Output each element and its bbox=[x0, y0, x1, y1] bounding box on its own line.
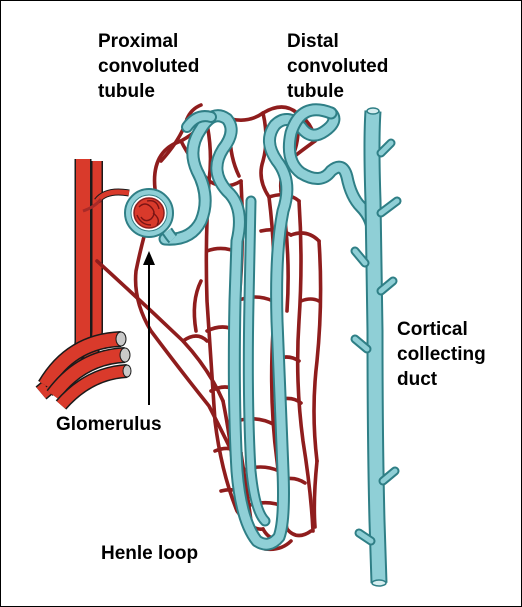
glomerulus-pointer bbox=[143, 251, 155, 405]
label-distal-line-2: convoluted bbox=[287, 54, 388, 79]
label-collecting-line-2: collecting bbox=[397, 342, 486, 367]
label-distal-line-1: Distal bbox=[287, 29, 388, 54]
label-distal-convoluted-tubule: Distal convoluted tubule bbox=[287, 29, 388, 104]
label-cortical-collecting-duct: Cortical collecting duct bbox=[397, 317, 486, 392]
label-proximal-line-1: Proximal bbox=[98, 29, 199, 54]
glomerular-tuft bbox=[134, 198, 164, 228]
collecting-duct bbox=[355, 108, 397, 586]
label-proximal-line-3: tubule bbox=[98, 79, 199, 104]
label-henle-text: Henle loop bbox=[101, 541, 198, 566]
label-proximal-line-2: convoluted bbox=[98, 54, 199, 79]
label-collecting-line-3: duct bbox=[397, 367, 486, 392]
glomerulus bbox=[125, 189, 173, 239]
label-proximal-convoluted-tubule: Proximal convoluted tubule bbox=[98, 29, 199, 104]
label-glomerulus-text: Glomerulus bbox=[56, 412, 162, 437]
label-distal-line-3: tubule bbox=[287, 79, 388, 104]
label-henle-loop: Henle loop bbox=[101, 541, 198, 566]
label-glomerulus: Glomerulus bbox=[56, 412, 162, 437]
label-collecting-line-1: Cortical bbox=[397, 317, 486, 342]
